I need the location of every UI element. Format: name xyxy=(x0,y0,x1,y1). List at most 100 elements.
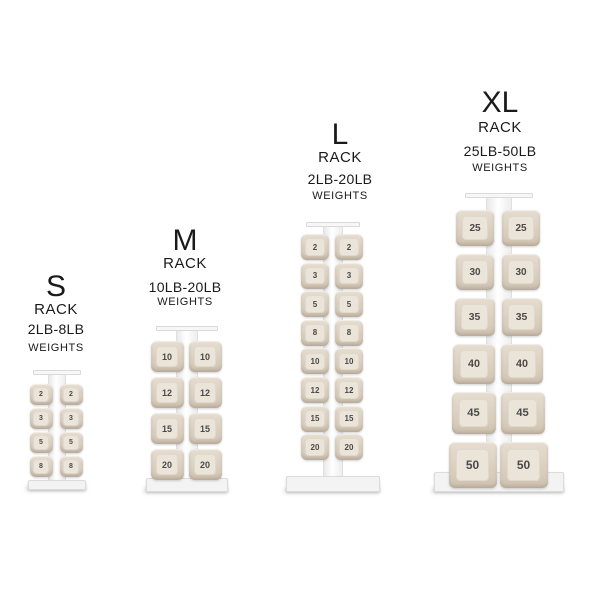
dumbbell-right: 3 xyxy=(335,262,363,289)
dumbbell-face xyxy=(305,295,325,314)
dumbbell-weight-label: 3 xyxy=(39,415,43,422)
dumbbell-face xyxy=(339,352,359,371)
dumbbell-weight-label: 2 xyxy=(346,242,352,252)
dumbbell-weight-label: 5 xyxy=(312,299,318,309)
dumbbell-right: 45 xyxy=(500,392,545,434)
dumbbell-right: 3 xyxy=(59,408,83,429)
dumbbell-weight-label: 12 xyxy=(310,385,320,395)
dumbbell-weight-label: 2 xyxy=(69,391,73,398)
dumbbell-right: 5 xyxy=(59,432,83,453)
dumbbell-face xyxy=(339,238,359,256)
dumbbell-weight-label: 10 xyxy=(161,351,172,362)
rack-top-cap xyxy=(465,193,533,198)
dumbbell-right: 25 xyxy=(502,210,540,246)
rack-word: RACK xyxy=(318,149,362,166)
dumbbell-weight-label: 45 xyxy=(516,407,529,419)
dumbbell-face xyxy=(193,345,217,368)
dumbbell-face xyxy=(305,381,325,399)
dumbbell-weight-label: 12 xyxy=(344,385,354,395)
dumbbell-weight-label: 3 xyxy=(346,271,352,281)
dumbbell-face xyxy=(305,323,325,342)
dumbbell-left: 50 xyxy=(448,442,497,488)
dumbbell-face xyxy=(305,409,325,428)
dumbbell-face xyxy=(193,453,217,476)
dumbbell-face xyxy=(305,238,325,256)
dumbbell-weight-label: 5 xyxy=(346,299,352,309)
rack-base xyxy=(28,480,86,490)
dumbbell-face xyxy=(507,350,537,378)
dumbbell-right: 12 xyxy=(188,377,222,408)
dumbbell-right: 50 xyxy=(499,442,548,488)
dumbbell-weight-label: 2 xyxy=(312,242,318,252)
dumbbell-left: 2 xyxy=(29,384,53,405)
dumbbell-weight-label: 15 xyxy=(344,414,354,424)
dumbbell-weight-label: 10 xyxy=(344,356,354,366)
dumbbell-right: 8 xyxy=(335,319,363,346)
dumbbell-weight-label: 3 xyxy=(312,271,318,281)
dumbbell-right: 30 xyxy=(502,254,540,290)
dumbbell-weight-label: 12 xyxy=(161,387,172,398)
dumbbell-face xyxy=(508,259,534,285)
dumbbell-face xyxy=(63,435,79,450)
dumbbell-left: 2 xyxy=(301,234,329,260)
dumbbell-weight-label: 3 xyxy=(69,415,73,422)
weight-range: 2LB-20LB xyxy=(307,171,373,187)
dumbbell-weight-label: 20 xyxy=(161,459,172,470)
dumbbell-face xyxy=(507,449,540,481)
dumbbell-right: 15 xyxy=(188,413,222,444)
dumbbell-face xyxy=(33,459,49,474)
dumbbell-face xyxy=(33,411,49,426)
dumbbell-face xyxy=(63,387,79,402)
dumbbell-face xyxy=(507,304,536,330)
size-letter: M xyxy=(172,224,198,257)
weights-word: WEIGHTS xyxy=(472,162,528,174)
dumbbell-weight-label: 40 xyxy=(467,358,480,370)
dumbbell-right: 10 xyxy=(188,341,222,372)
dumbbell-left: 20 xyxy=(301,434,329,461)
rack-top-cap xyxy=(156,326,218,331)
dumbbell-left: 40 xyxy=(453,344,495,384)
dumbbell-left: 5 xyxy=(301,291,329,318)
dumbbell-face xyxy=(458,398,489,428)
dumbbell-right: 8 xyxy=(59,456,83,477)
dumbbell-face xyxy=(339,323,359,342)
dumbbell-left: 3 xyxy=(29,408,53,429)
dumbbell-face xyxy=(193,417,217,440)
dumbbell-left: 30 xyxy=(456,254,494,290)
dumbbell-right: 10 xyxy=(335,348,363,375)
dumbbell-face xyxy=(339,381,359,399)
dumbbell-face xyxy=(339,295,359,314)
dumbbell-left: 20 xyxy=(150,449,184,480)
dumbbell-left: 8 xyxy=(29,456,53,477)
dumbbell-weight-label: 8 xyxy=(39,463,43,470)
dumbbell-face xyxy=(193,381,217,404)
dumbbell-weight-label: 5 xyxy=(39,439,43,446)
dumbbell-weight-label: 20 xyxy=(199,459,210,470)
weight-range: 10LB-20LB xyxy=(148,279,222,295)
dumbbell-face xyxy=(462,215,488,241)
rack-word: RACK xyxy=(34,301,78,318)
dumbbell-face xyxy=(33,387,49,402)
dumbbell-face xyxy=(456,449,489,481)
dumbbell-weight-label: 15 xyxy=(199,423,210,434)
dumbbell-face xyxy=(155,381,179,404)
dumbbell-weight-label: 8 xyxy=(312,328,318,338)
dumbbell-face xyxy=(33,435,49,450)
dumbbell-face xyxy=(462,259,488,285)
dumbbell-face xyxy=(63,411,79,426)
dumbbell-left: 15 xyxy=(150,413,184,444)
dumbbell-left: 12 xyxy=(150,377,184,408)
dumbbell-face xyxy=(339,266,359,285)
dumbbell-face xyxy=(63,459,79,474)
size-letter: XL xyxy=(481,86,519,119)
dumbbell-face xyxy=(339,409,359,428)
size-letter: L xyxy=(331,118,349,151)
dumbbell-weight-label: 15 xyxy=(161,423,172,434)
dumbbell-weight-label: 40 xyxy=(515,358,528,370)
rack-word: RACK xyxy=(478,119,522,136)
dumbbell-weight-label: 35 xyxy=(468,311,481,323)
weights-word: WEIGHTS xyxy=(28,342,84,354)
weight-range: 2LB-8LB xyxy=(27,321,85,337)
